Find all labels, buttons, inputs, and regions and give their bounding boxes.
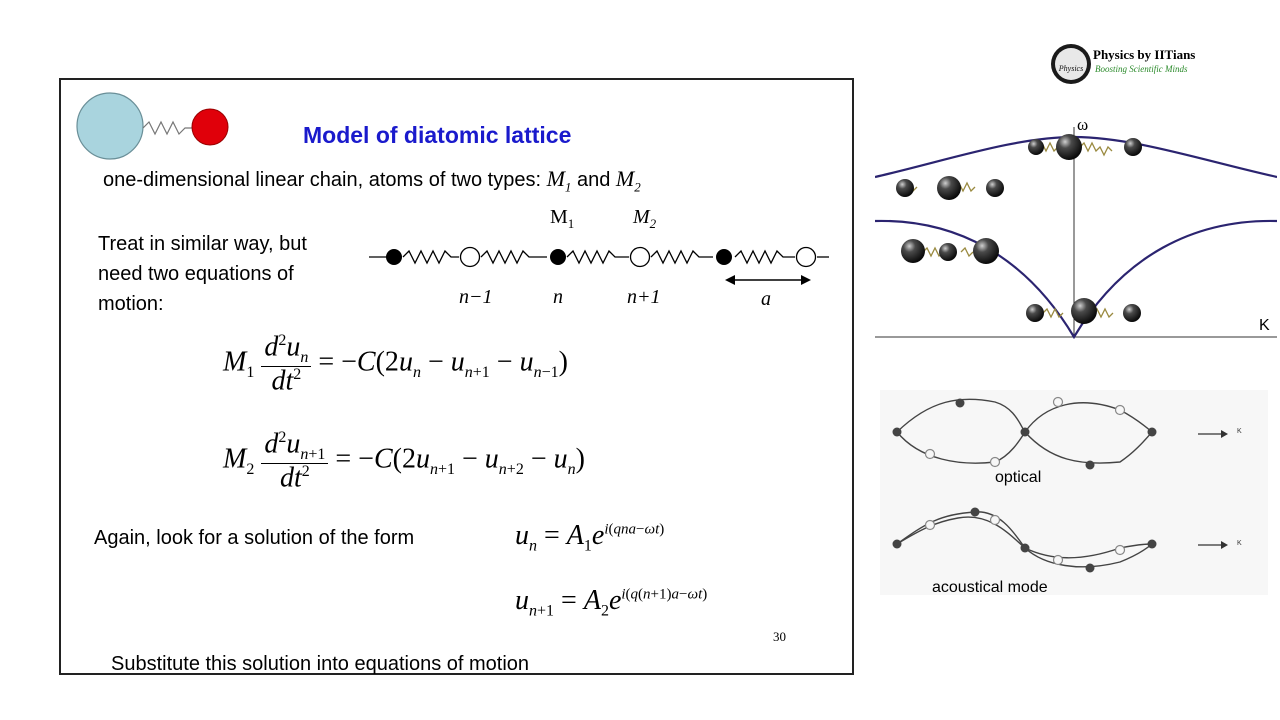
lecture-slide: Model of diatomic lattice one-dimensiona… [59,78,854,675]
dispersion-curves [874,127,1278,340]
slide-title: Model of diatomic lattice [303,122,572,148]
page-number: 30 [773,629,786,644]
acoustic-atoms-bottom [1026,298,1141,324]
arrow-k-label-1: K [1237,428,1242,435]
treat-line-1: Treat in similar way, but [98,233,307,255]
intro-line: one-dimensional linear chain, atoms of t… [103,166,641,195]
label-n-plus-1: n+1 [627,286,661,308]
solution-un: un = A1ei(qna−ωt) [515,520,665,555]
treat-line-3: motion: [98,293,164,315]
label-m1: M1 [550,206,575,231]
mode-curves [892,396,1228,573]
logo-seal-text: Physics [1058,64,1084,73]
again-text: Again, look for a solution of the form [94,527,415,549]
omega-axis-label: ω [1077,115,1089,134]
label-m2: M2 [633,206,657,231]
vibration-modes-diagram: K K optical acoustical mode [880,390,1268,596]
solution-un-plus-1: un+1 = A2ei(q(n+1)a−ωt) [515,585,708,620]
optical-atoms-top [1028,134,1142,160]
linear-chain-diagram [369,246,829,285]
label-n-minus-1: n−1 [459,286,493,308]
k-axis-label: K [1259,317,1270,334]
dispersion-diagram: ω K [874,115,1278,340]
logo-tagline: Boosting Scientific Minds [1095,64,1188,74]
optical-atoms-left [896,176,1004,200]
optical-label: optical [995,469,1042,486]
acoustical-label: acoustical mode [932,579,1048,596]
diatomic-molecule-icon [76,92,229,160]
acoustic-atoms-left [901,238,999,264]
logo-seal: Physics [1051,44,1091,84]
treat-line-2: need two equations of [98,263,294,285]
logo: Physics Physics by IITians Boosting Scie… [1051,44,1211,86]
label-n: n [553,286,563,308]
arrow-k-label-2: K [1237,540,1242,547]
substitute-text: Substitute this solution into equations … [111,653,530,675]
logo-title: Physics by IITians [1093,47,1196,62]
label-a: a [761,288,771,310]
